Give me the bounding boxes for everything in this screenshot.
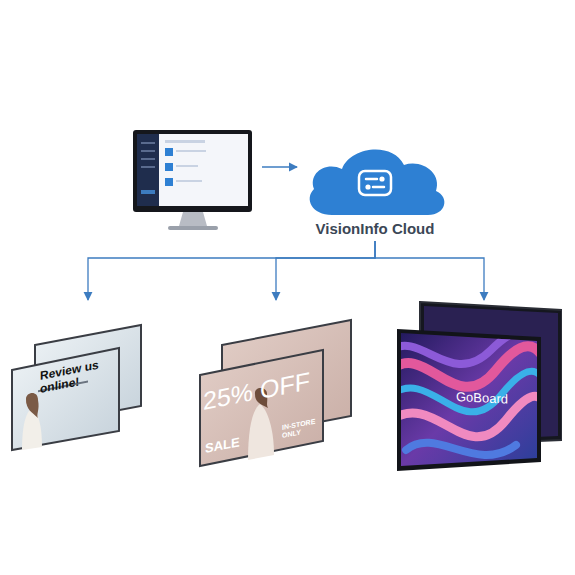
ui-line <box>141 190 155 194</box>
monitor-bezel <box>133 130 252 212</box>
distribution-arrow <box>375 241 484 300</box>
distribution-arrow <box>88 241 375 300</box>
ui-card <box>165 178 173 186</box>
node-title: VisionInfo Cloud <box>300 221 450 238</box>
ui-line <box>141 158 155 160</box>
interactive-boards <box>396 300 562 474</box>
ui-line <box>141 166 155 168</box>
ui-bar <box>165 140 205 143</box>
monitor-sidebar <box>137 134 159 206</box>
ui-line <box>176 150 206 152</box>
monitor-base <box>168 226 218 230</box>
distribution-arrow <box>276 241 375 300</box>
cloud-node: VisionInfo Cloud <box>300 137 450 241</box>
upload-arrow <box>262 166 297 167</box>
ui-line <box>141 150 155 152</box>
interactive-display: GoBoard <box>396 300 562 474</box>
monitor-neck <box>179 212 207 226</box>
ui-line <box>176 180 202 182</box>
ui-line <box>141 142 155 144</box>
ui-line <box>176 165 198 167</box>
signage-display: Review us online! <box>8 300 148 456</box>
monitor-screen <box>137 134 248 206</box>
signage-display: 25% OFFSALEIN-STORE ONLY <box>196 300 354 470</box>
ui-card <box>165 163 173 171</box>
ui-card <box>165 148 173 156</box>
